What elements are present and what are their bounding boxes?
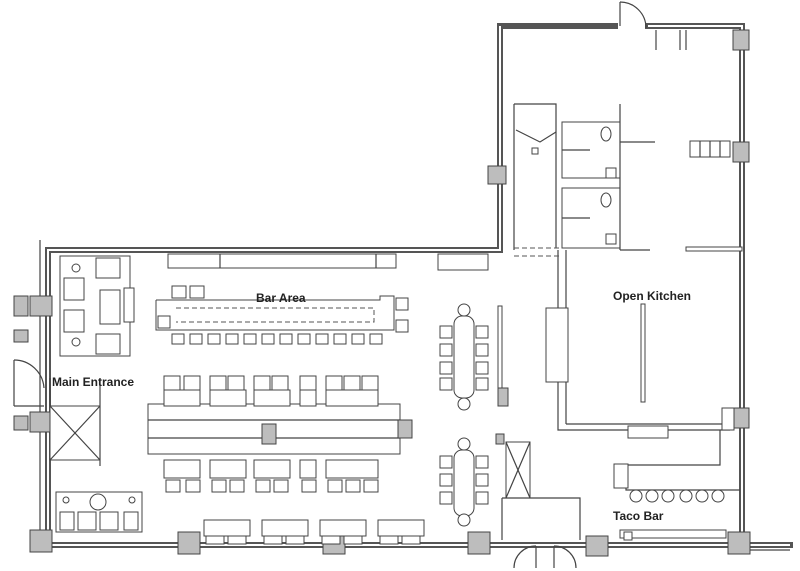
restroom-block	[513, 103, 655, 251]
dining-tables-right	[439, 303, 509, 527]
taco-bar	[613, 430, 740, 541]
structural-columns	[13, 29, 751, 557]
label-bar-area: Bar Area	[256, 291, 306, 305]
label-main-entrance: Main Entrance	[52, 375, 134, 389]
booth-seating	[203, 519, 425, 545]
lounge-seating	[55, 255, 143, 533]
communal-table	[147, 375, 413, 493]
exterior-walls	[39, 23, 793, 551]
label-open-kitchen: Open Kitchen	[613, 289, 691, 303]
bottom-entrance	[501, 441, 581, 569]
kitchen-area	[514, 140, 743, 439]
label-taco-bar: Taco Bar	[613, 509, 664, 523]
main-entrance-vestibule	[13, 359, 101, 466]
bar-area-furniture	[155, 253, 489, 345]
service-door	[619, 1, 687, 50]
